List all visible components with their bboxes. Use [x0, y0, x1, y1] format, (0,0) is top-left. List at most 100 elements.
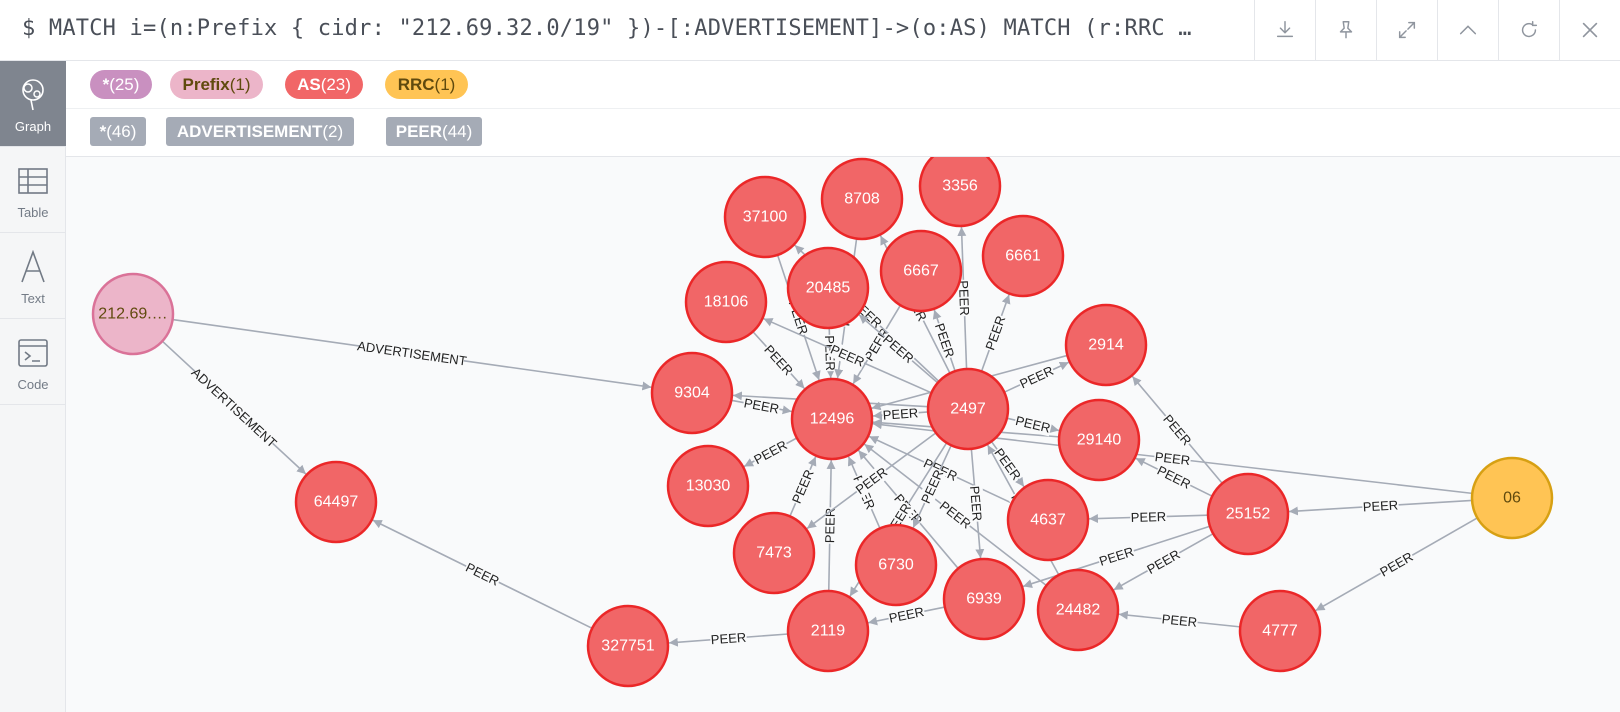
node-circle[interactable] — [820, 157, 904, 241]
relationship-peer[interactable]: PEER — [980, 294, 1011, 372]
relationship-peer[interactable]: PEER — [788, 456, 818, 517]
relationship-label: PEER — [789, 467, 817, 505]
node-circle[interactable] — [684, 260, 768, 344]
relationship-peer[interactable]: PEER — [1118, 610, 1241, 631]
node-as-6730[interactable]: 6730 — [854, 523, 938, 607]
node-circle[interactable] — [942, 557, 1026, 641]
node-as-6661[interactable]: 6661 — [981, 214, 1065, 298]
relationship-peer[interactable]: PEER — [743, 436, 798, 468]
expand-button[interactable] — [1376, 0, 1437, 60]
pin-button[interactable] — [1315, 0, 1376, 60]
legend-label-prefix[interactable]: Prefix(1) — [170, 70, 263, 99]
relationship-peer[interactable]: PEER — [1006, 412, 1060, 437]
node-circle[interactable] — [786, 246, 870, 330]
node-as-2497[interactable]: 2497 — [926, 367, 1010, 451]
legend-label-as[interactable]: AS(23) — [285, 70, 363, 99]
node-circle[interactable] — [666, 444, 750, 528]
relationship-label: ADVERTISEMENT — [356, 338, 467, 368]
relationship-label: PEER — [1160, 412, 1194, 449]
collapse-button[interactable] — [1437, 0, 1498, 60]
node-circle[interactable] — [1064, 303, 1148, 387]
node-circle[interactable] — [723, 175, 807, 259]
relationship-peer[interactable]: PEER — [872, 404, 929, 424]
legend-label-rrc[interactable]: RRC(1) — [385, 70, 468, 99]
node-circle[interactable] — [981, 214, 1065, 298]
relationship-peer[interactable]: PEER — [1088, 508, 1209, 526]
node-as-4777[interactable]: 4777 — [1238, 589, 1322, 673]
node-circle[interactable] — [926, 367, 1010, 451]
close-button[interactable] — [1559, 0, 1620, 60]
node-caption: 37100 — [743, 209, 788, 226]
node-circle[interactable] — [790, 377, 874, 461]
relationship-peer[interactable]: PEER — [868, 603, 945, 627]
relationship-peer[interactable]: PEER — [752, 331, 806, 390]
node-as-37100[interactable]: 37100 — [723, 175, 807, 259]
node-as-6667[interactable]: 6667 — [879, 229, 963, 313]
view-table-button[interactable]: Table — [0, 147, 66, 233]
node-as-64497[interactable]: 64497 — [294, 460, 378, 544]
result-legend: *(25) Prefix(1) AS(23) RRC(1) *(46) ADVE… — [66, 61, 1620, 157]
node-circle[interactable] — [879, 229, 963, 313]
node-as-4637[interactable]: 4637 — [1006, 478, 1090, 562]
node-as-327751[interactable]: 327751 — [586, 604, 670, 688]
view-graph-button[interactable]: Graph — [0, 61, 66, 147]
node-as-24482[interactable]: 24482 — [1036, 568, 1120, 652]
relationship-peer[interactable]: PEER — [1288, 496, 1473, 516]
node-circle[interactable] — [854, 523, 938, 607]
relationship-peer[interactable]: PEER — [372, 519, 593, 630]
node-circle[interactable] — [1238, 589, 1322, 673]
query-editor[interactable]: $ MATCH i=(n:Prefix { cidr: "212.69.32.0… — [22, 16, 1192, 41]
legend-rel-advertisement[interactable]: ADVERTISEMENT(2) — [166, 117, 354, 146]
node-circle[interactable] — [650, 351, 734, 435]
view-text-button[interactable]: Text — [0, 233, 66, 319]
relationship-peer[interactable]: PEER — [966, 448, 986, 559]
node-as-25152[interactable]: 25152 — [1206, 472, 1290, 556]
relationship-advertisement[interactable]: ADVERTISEMENT — [161, 340, 307, 475]
node-as-2914[interactable]: 2914 — [1064, 303, 1148, 387]
relationship-peer[interactable]: PEER — [1113, 532, 1214, 591]
node-as-18106[interactable]: 18106 — [684, 260, 768, 344]
node-circle[interactable] — [786, 589, 870, 673]
node-caption: 7473 — [756, 545, 792, 562]
node-circle[interactable] — [1006, 478, 1090, 562]
relationship-advertisement[interactable]: ADVERTISEMENT — [172, 318, 652, 391]
legend-rel-peer[interactable]: PEER(44) — [386, 117, 482, 146]
node-circle[interactable] — [732, 511, 816, 595]
view-code-button[interactable]: Code — [0, 319, 66, 405]
node-circle[interactable] — [918, 157, 1002, 228]
node-as-29140[interactable]: 29140 — [1057, 398, 1141, 482]
node-as-20485[interactable]: 20485 — [786, 246, 870, 330]
relationship-peer[interactable]: PEER — [955, 226, 973, 370]
node-as-9304[interactable]: 9304 — [650, 351, 734, 435]
relationship-peer[interactable]: PEER — [931, 309, 959, 372]
node-circle[interactable] — [1057, 398, 1141, 482]
rerun-button[interactable] — [1498, 0, 1559, 60]
node-circle[interactable] — [1470, 456, 1554, 540]
node-circle[interactable] — [294, 460, 378, 544]
node-circle[interactable] — [91, 272, 175, 356]
node-circle[interactable] — [586, 604, 670, 688]
relationship-label-background — [359, 338, 466, 369]
node-as-13030[interactable]: 13030 — [666, 444, 750, 528]
relationship-peer[interactable]: PEER — [1131, 375, 1223, 484]
node-as-7473[interactable]: 7473 — [732, 511, 816, 595]
relationship-peer[interactable]: PEER — [731, 394, 792, 418]
node-as-12496[interactable]: 12496 — [790, 377, 874, 461]
node-as-6939[interactable]: 6939 — [942, 557, 1026, 641]
legend-rel-all[interactable]: *(46) — [90, 117, 146, 146]
graph-visualization[interactable]: ADVERTISEMENTADVERTISEMENTPEERPEERPEERPE… — [66, 157, 1620, 712]
node-prefix-p[interactable]: 212.69.… — [91, 272, 175, 356]
node-as-8708[interactable]: 8708 — [820, 157, 904, 241]
node-rrc-06[interactable]: 06 — [1470, 456, 1554, 540]
node-circle[interactable] — [1206, 472, 1290, 556]
relationship-peer[interactable]: PEER — [1315, 517, 1478, 612]
relationship-peer[interactable]: PEER — [1003, 361, 1070, 393]
node-as-3356[interactable]: 3356 — [918, 157, 1002, 228]
legend-label-all[interactable]: *(25) — [90, 70, 152, 99]
node-circle[interactable] — [1036, 568, 1120, 652]
relationship-peer[interactable]: PEER — [668, 629, 789, 648]
download-button[interactable] — [1254, 0, 1315, 60]
node-as-2119[interactable]: 2119 — [786, 589, 870, 673]
relationship-peer[interactable]: PEER — [821, 459, 839, 592]
